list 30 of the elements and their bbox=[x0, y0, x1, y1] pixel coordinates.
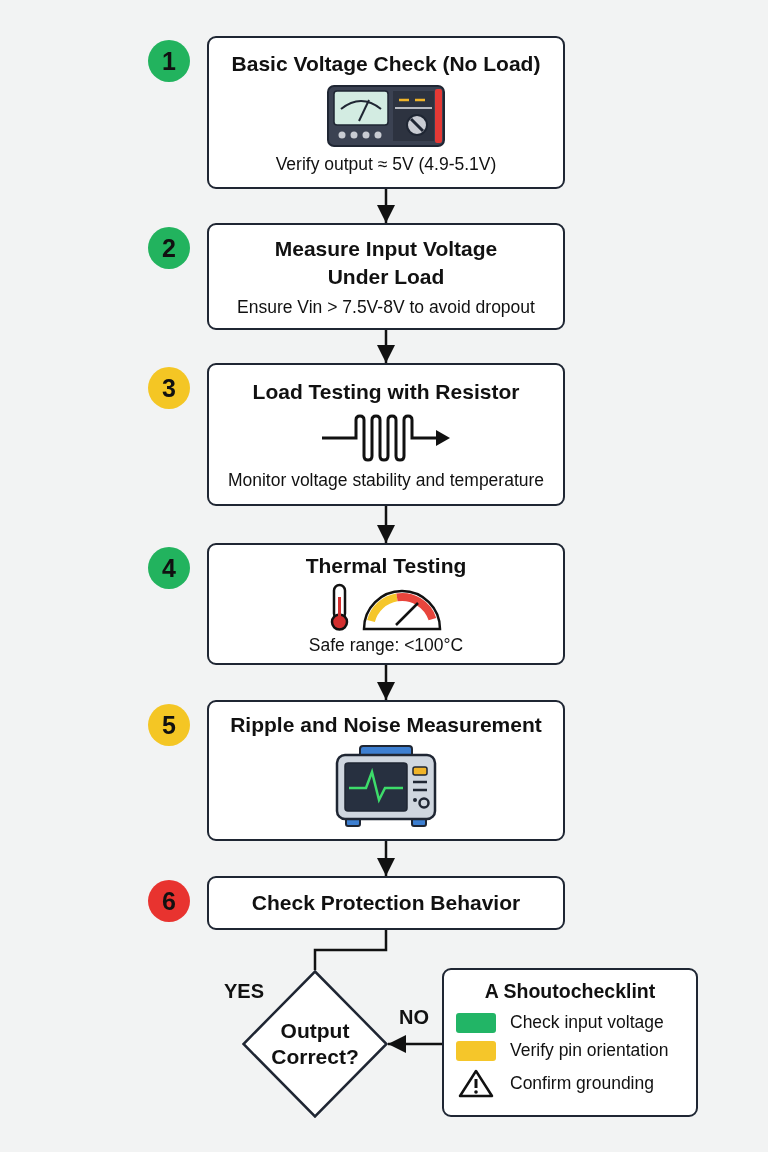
step-number: 1 bbox=[148, 40, 190, 82]
arrow bbox=[377, 665, 395, 700]
step-description: Ensure Vin > 7.5V-8V to avoid dropout bbox=[237, 296, 535, 318]
step-description: Monitor voltage stability and temperature bbox=[227, 470, 545, 492]
arrow bbox=[377, 189, 395, 223]
step-title: Basic Voltage Check (No Load) bbox=[231, 50, 541, 77]
arrow bbox=[388, 1035, 442, 1053]
arrow bbox=[377, 330, 395, 363]
checklist-item: Verify pin orientation bbox=[510, 1040, 669, 1061]
step-title: Load Testing with Resistor bbox=[252, 378, 520, 405]
branch-label: YES bbox=[224, 980, 265, 1003]
step-title: Thermal Testing bbox=[305, 553, 467, 580]
step-title: Check Protection Behavior bbox=[251, 890, 521, 917]
checklist-item: Check input voltage bbox=[510, 1012, 664, 1033]
checklist-title: A Shoutochecklint bbox=[483, 980, 657, 1003]
step-number: 4 bbox=[148, 547, 190, 589]
step-number: 5 bbox=[148, 704, 190, 746]
decision-text: Output Correct? bbox=[270, 1017, 360, 1070]
step-title: Measure Input Voltage Under Load bbox=[273, 236, 499, 290]
step-title: Ripple and Noise Measurement bbox=[230, 712, 542, 739]
checklist-item: Confirm grounding bbox=[510, 1072, 654, 1094]
step-number: 2 bbox=[148, 227, 190, 269]
step-description: Safe range: <100°C bbox=[308, 634, 464, 656]
step-description: Verify output ≈ 5V (4.9-5.1V) bbox=[275, 154, 497, 176]
arrow bbox=[377, 506, 395, 543]
step-number: 3 bbox=[148, 367, 190, 409]
checklist-panel bbox=[442, 968, 698, 1117]
arrow bbox=[377, 841, 395, 876]
connector-line bbox=[313, 930, 388, 970]
step-number: 6 bbox=[148, 880, 190, 922]
